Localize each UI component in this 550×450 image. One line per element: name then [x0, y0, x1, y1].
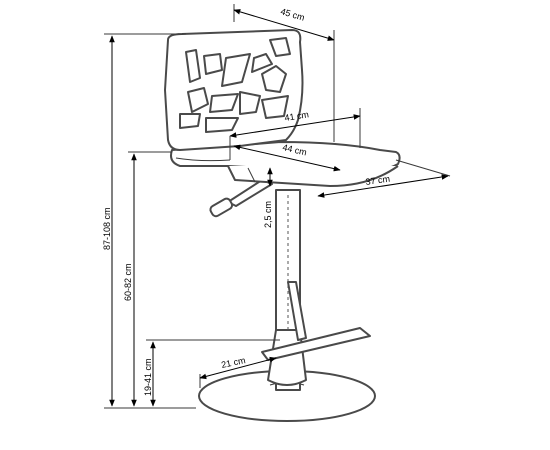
footrest-length-label: 21 cm — [220, 355, 246, 370]
dimension-total-height: 87-108 cm — [102, 33, 196, 409]
dimension-seat-width: 41 cm — [229, 40, 361, 148]
footrest-height-label: 19-41 cm — [143, 358, 153, 396]
footrest — [261, 281, 371, 361]
dimension-seat-thickness: 2,5 cm — [263, 167, 273, 228]
seat-front-label: 37 cm — [365, 174, 391, 187]
backrest-cutouts — [179, 37, 291, 133]
seat-height-label: 60-82 cm — [123, 263, 133, 301]
dimension-footrest-height: 19-41 cm — [143, 339, 280, 407]
backrest — [164, 29, 304, 151]
dimension-seat-height: 60-82 cm — [123, 151, 172, 407]
dimension-footrest-length: 21 cm — [199, 355, 277, 388]
dimension-seat-front: 37 cm — [317, 159, 451, 198]
seat-width-label: 41 cm — [284, 109, 310, 123]
backrest-depth-label: 45 cm — [279, 6, 305, 22]
total-height-label: 87-108 cm — [102, 207, 112, 250]
seat-thickness-label: 2,5 cm — [263, 201, 273, 228]
gas-column — [267, 189, 307, 391]
